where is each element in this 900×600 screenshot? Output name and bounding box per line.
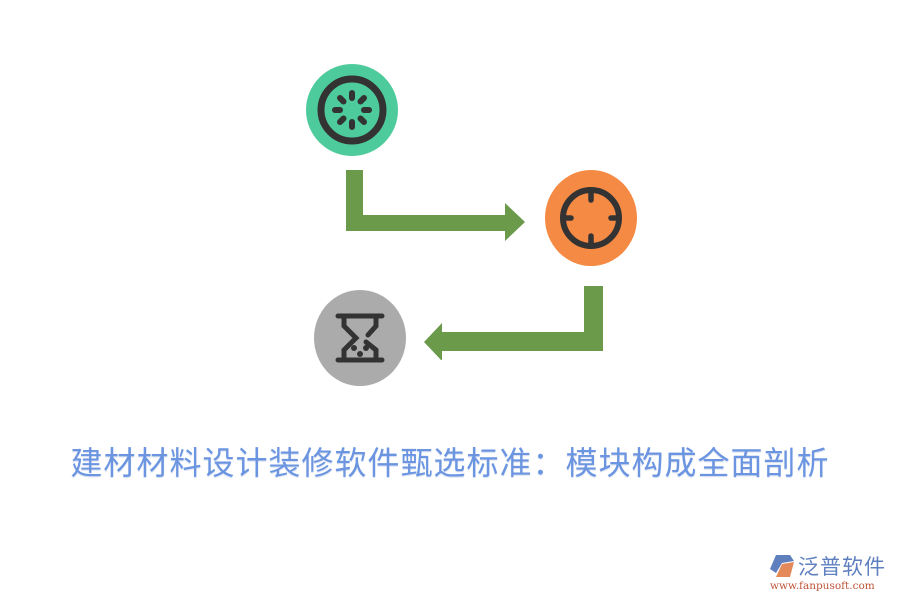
diagram-title: 建材材料设计装修软件甄选标准：模块构成全面剖析 bbox=[70, 444, 830, 482]
loading-spinner-icon bbox=[317, 75, 387, 145]
hourglass-node bbox=[314, 290, 406, 386]
target-node bbox=[545, 170, 637, 266]
fanpu-logo-icon bbox=[770, 555, 794, 577]
hourglass-icon bbox=[335, 313, 385, 363]
loading-node bbox=[306, 64, 398, 156]
flow-arrow-right bbox=[346, 170, 525, 241]
brand-url[interactable]: www.fanpusoft.com bbox=[770, 580, 875, 592]
flow-arrow-left bbox=[424, 286, 603, 360]
brand-name: 泛普软件 bbox=[798, 555, 886, 579]
crosshair-target-icon bbox=[560, 187, 622, 249]
brand-logo[interactable]: 泛普软件 www.fanpusoft.com bbox=[768, 551, 898, 596]
